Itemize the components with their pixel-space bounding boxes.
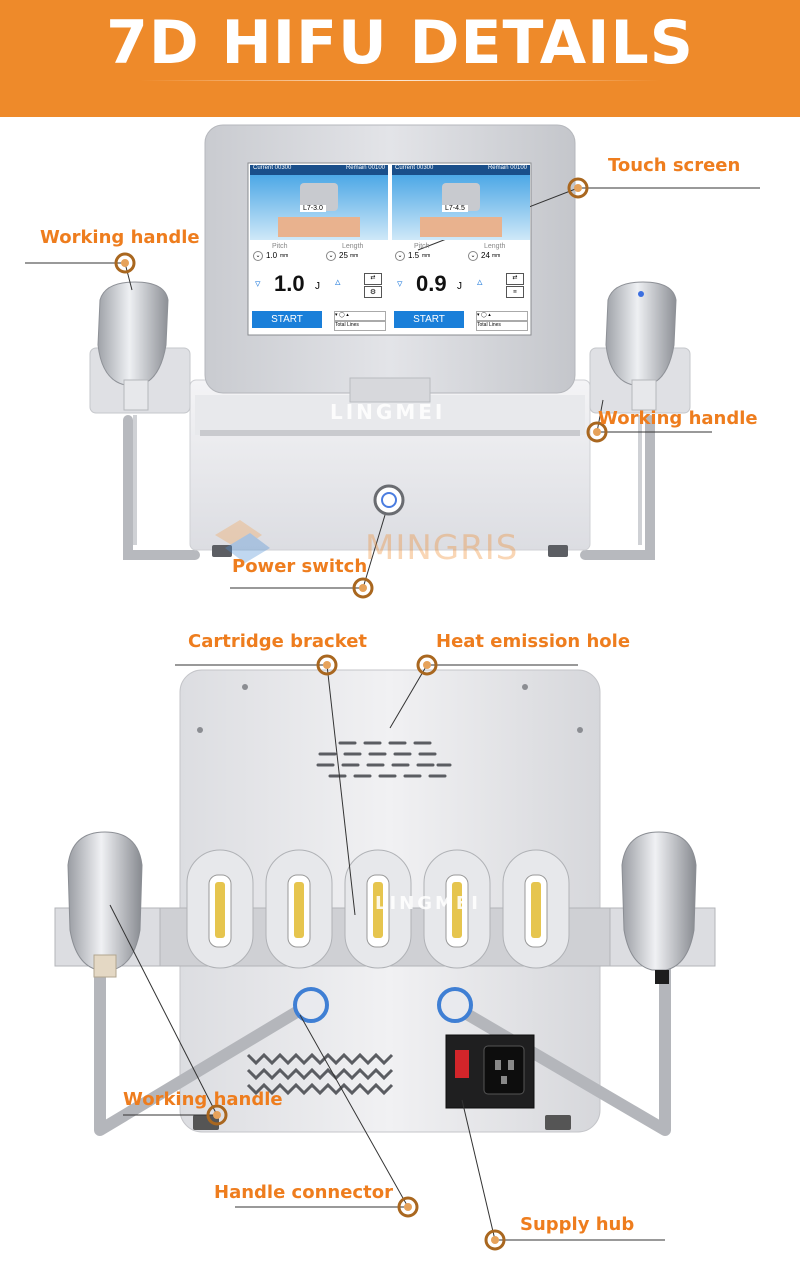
start-button[interactable]: START: [394, 311, 464, 328]
screen-right-pane: Current 00300 Remain 00100 L7-4.5 Pitch …: [392, 165, 530, 333]
energy-increase-icon[interactable]: ▵: [335, 275, 341, 288]
length-label: Length: [342, 243, 364, 250]
rear-view-illustration: [54, 654, 716, 1251]
callout-heat-emission-hole: Heat emission hole: [436, 631, 631, 652]
energy-value: 1.0: [274, 271, 305, 296]
callout-working-handle-right: Working handle: [598, 408, 758, 429]
lines-selector[interactable]: ▾ ◯ ▴: [334, 311, 386, 321]
mode-icon[interactable]: ⇄: [364, 273, 382, 285]
length-value: 24: [481, 251, 490, 260]
callout-cartridge-bracket: Cartridge bracket: [188, 631, 368, 652]
start-button[interactable]: START: [252, 311, 322, 328]
pitch-decrease-icon[interactable]: ⌄: [253, 251, 263, 261]
rear-brand-watermark: LINGMEI: [375, 893, 481, 914]
callout-handle-connector: Handle connector: [214, 1182, 393, 1203]
cartridge-label: L7-4.5: [442, 205, 468, 212]
length-decrease-icon[interactable]: ⌄: [468, 251, 478, 261]
page-title: 7D HIFU DETAILS: [106, 8, 694, 78]
length-decrease-icon[interactable]: ⌄: [326, 251, 336, 261]
energy-decrease-icon[interactable]: ▿: [397, 277, 403, 290]
energy-value: 0.9: [416, 271, 447, 296]
settings-icon[interactable]: ⚙: [364, 286, 382, 298]
brand-watermark: LINGMEI: [330, 400, 446, 424]
treatment-image: L7-4.5: [392, 175, 530, 240]
treatment-image: L7-3.0: [250, 175, 388, 240]
brand-watermark-2: MINGRIS: [365, 528, 519, 568]
total-lines-label: Total Lines: [476, 321, 528, 331]
remain-count: Remain 00100: [487, 165, 527, 171]
mode-icon[interactable]: ⇄: [506, 273, 524, 285]
length-label: Length: [484, 243, 506, 250]
current-count: Current 00300: [395, 165, 434, 171]
screen-left-pane: Current 00300 Remain 00100 L7-3.0 Pitch …: [250, 165, 388, 333]
length-value: 25: [339, 251, 348, 260]
pitch-value: 1.5: [408, 251, 420, 260]
energy-unit: J: [315, 281, 320, 292]
length-unit: mm: [492, 253, 501, 259]
header-banner: 7D HIFU DETAILS: [0, 0, 800, 117]
callout-power-switch: Power switch: [232, 556, 368, 577]
pitch-label: Pitch: [414, 243, 430, 250]
callout-working-handle-left: Working handle: [40, 227, 200, 248]
title-underline: [140, 80, 660, 81]
current-count: Current 00300: [253, 165, 292, 171]
pitch-decrease-icon[interactable]: ⌄: [395, 251, 405, 261]
lines-selector[interactable]: ▾ ◯ ▴: [476, 311, 528, 321]
pitch-value: 1.0: [266, 251, 278, 260]
energy-unit: J: [457, 281, 462, 292]
energy-decrease-icon[interactable]: ▿: [255, 277, 261, 290]
settings-icon[interactable]: ≡: [506, 286, 524, 298]
callout-supply-hub: Supply hub: [520, 1214, 635, 1235]
length-unit: mm: [350, 253, 359, 259]
callout-working-handle-rear: Working handle: [123, 1089, 283, 1110]
total-lines-label: Total Lines: [334, 321, 386, 331]
pitch-unit: mm: [422, 253, 431, 259]
pitch-unit: mm: [280, 253, 289, 259]
callout-touch-screen: Touch screen: [608, 155, 741, 176]
remain-count: Remain 00100: [345, 165, 385, 171]
energy-increase-icon[interactable]: ▵: [477, 275, 483, 288]
pitch-label: Pitch: [272, 243, 288, 250]
cartridge-label: L7-3.0: [300, 205, 326, 212]
